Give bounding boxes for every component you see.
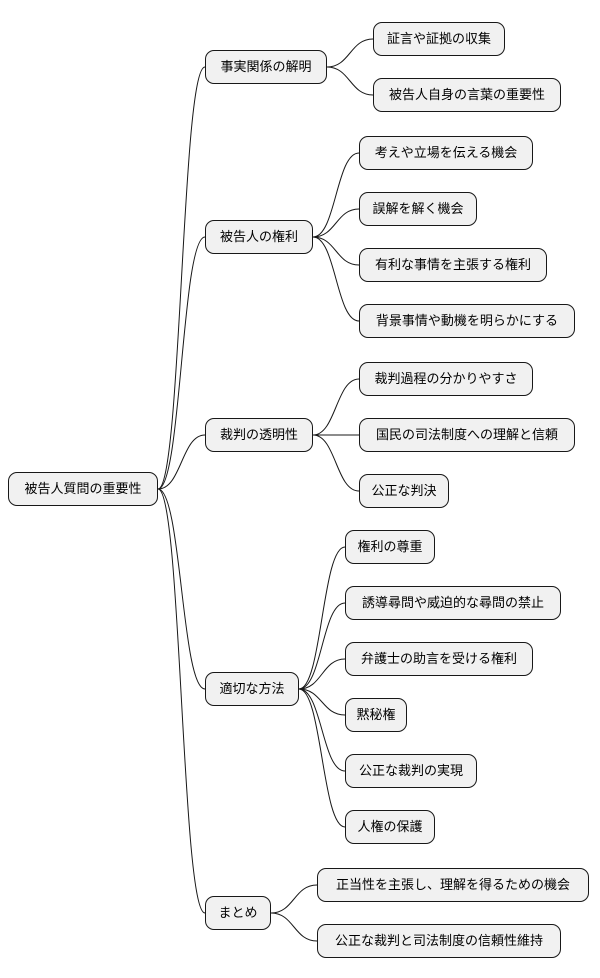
connector-line bbox=[312, 434, 360, 492]
connector-line bbox=[312, 208, 360, 238]
connector-line bbox=[157, 488, 206, 914]
connector-line bbox=[298, 546, 346, 690]
branch-summary: まとめ bbox=[205, 896, 271, 930]
connector-line bbox=[312, 236, 360, 266]
connector-line bbox=[298, 688, 346, 716]
leaf-node: 黙秘権 bbox=[345, 698, 407, 732]
connector-line bbox=[312, 236, 360, 322]
leaf-node: 裁判過程の分かりやすさ bbox=[359, 362, 533, 396]
connector-line bbox=[157, 66, 206, 490]
connector-line bbox=[312, 378, 360, 436]
connector-line bbox=[298, 688, 346, 772]
leaf-node: 考えや立場を伝える機会 bbox=[359, 136, 533, 170]
connector-line bbox=[298, 602, 346, 690]
leaf-node: 被告人自身の言葉の重要性 bbox=[373, 78, 561, 112]
leaf-node: 証言や証拠の収集 bbox=[373, 22, 505, 56]
connector-line bbox=[326, 66, 374, 96]
connector-line bbox=[298, 658, 346, 690]
connector-line bbox=[312, 152, 360, 238]
connector-line bbox=[270, 912, 318, 942]
leaf-node: 背景事情や動機を明らかにする bbox=[359, 304, 575, 338]
leaf-node: 人権の保護 bbox=[345, 810, 435, 844]
branch-trial-transparency: 裁判の透明性 bbox=[205, 418, 313, 452]
leaf-node: 権利の尊重 bbox=[345, 530, 435, 564]
leaf-node: 有利な事情を主張する権利 bbox=[359, 248, 547, 282]
connector-line bbox=[298, 688, 346, 828]
branch-fact-finding: 事実関係の解明 bbox=[205, 50, 327, 84]
connector-line bbox=[270, 884, 318, 914]
connector-line bbox=[157, 236, 206, 490]
connector-line bbox=[157, 434, 206, 490]
connector-line bbox=[326, 38, 374, 68]
leaf-node: 国民の司法制度への理解と信頼 bbox=[359, 418, 575, 452]
branch-defendant-rights: 被告人の権利 bbox=[205, 220, 313, 254]
leaf-node: 弁護士の助言を受ける権利 bbox=[345, 642, 533, 676]
leaf-node: 公正な判決 bbox=[359, 474, 449, 508]
root-node: 被告人質問の重要性 bbox=[8, 472, 158, 506]
leaf-node: 誘導尋問や威迫的な尋問の禁止 bbox=[345, 586, 561, 620]
leaf-node: 正当性を主張し、理解を得るための機会 bbox=[317, 868, 589, 902]
connector-line bbox=[157, 488, 206, 690]
leaf-node: 公正な裁判の実現 bbox=[345, 754, 477, 788]
branch-proper-methods: 適切な方法 bbox=[205, 672, 299, 706]
leaf-node: 公正な裁判と司法制度の信頼性維持 bbox=[317, 924, 561, 958]
leaf-node: 誤解を解く機会 bbox=[359, 192, 477, 226]
